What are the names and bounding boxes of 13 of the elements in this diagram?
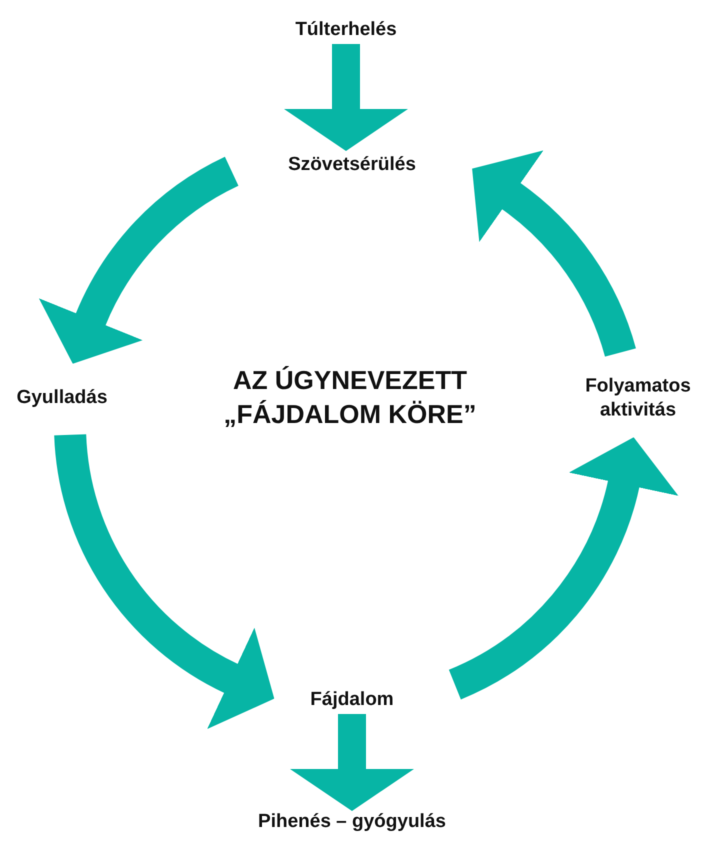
stage-label: Folyamatos aktivitás [576, 374, 700, 422]
arrow [448, 438, 678, 700]
stage-label: Pihenés – gyógyulás [258, 810, 446, 834]
stage-label: Gyulladás [16, 386, 108, 410]
diagram-title: AZ ÚGYNEVEZETT „FÁJDALOM KÖRE” [222, 364, 478, 431]
arrow [54, 433, 273, 728]
arrow [284, 44, 408, 151]
arrow [474, 152, 636, 358]
stage-label: Túlterhelés [295, 18, 397, 42]
stage-label: Szövetsérülés [288, 153, 416, 177]
arrow [40, 157, 240, 362]
arrow [290, 714, 414, 811]
stage-label: Fájdalom [310, 688, 394, 712]
